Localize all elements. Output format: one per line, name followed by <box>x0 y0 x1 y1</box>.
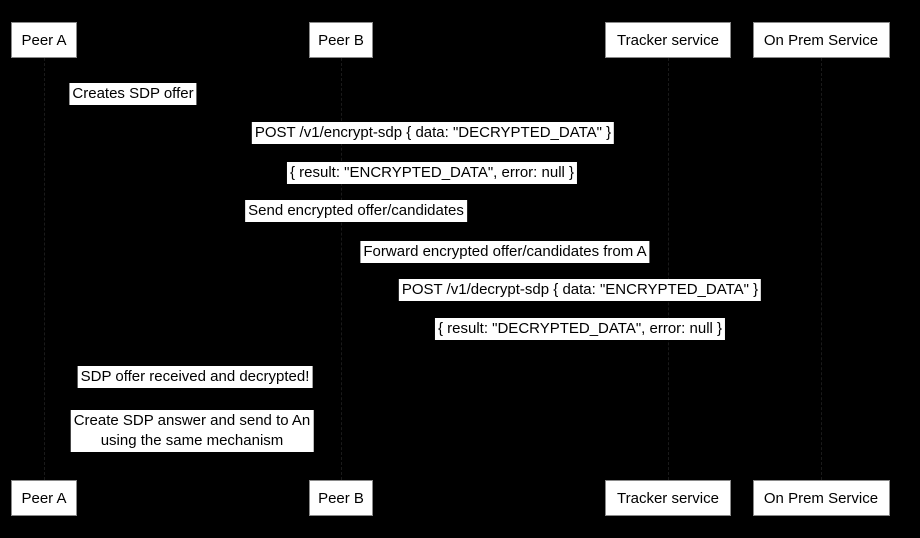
message-line: POST /v1/encrypt-sdp { data: "DECRYPTED_… <box>254 124 612 141</box>
participant-on-prem-service-bottom: On Prem Service <box>752 480 890 516</box>
participant-label: On Prem Service <box>763 31 879 49</box>
message-line: Forward encrypted offer/candidates from … <box>363 243 647 260</box>
participant-label: Peer B <box>318 31 364 49</box>
participant-peer-b-bottom: Peer B <box>309 480 373 516</box>
lifeline-peer-b <box>341 58 342 480</box>
message-line: Send encrypted offer/candidates <box>248 202 464 219</box>
participant-label: Peer B <box>318 489 364 507</box>
participant-label: Tracker service <box>617 489 719 507</box>
participant-label: Peer A <box>21 489 67 507</box>
participant-on-prem-service-top: On Prem Service <box>752 22 890 58</box>
message-line: { result: "DECRYPTED_DATA", error: null … <box>437 320 723 337</box>
message-label: Creates SDP offer <box>69 83 197 105</box>
lifeline-peer-a <box>44 58 45 480</box>
lifeline-tracker-service <box>668 58 669 480</box>
message-label: { result: "DECRYPTED_DATA", error: null … <box>434 318 726 340</box>
message-label: Create SDP answer and send to An using th… <box>70 410 314 452</box>
lifeline-on-prem-service <box>821 58 822 480</box>
message-line: POST /v1/decrypt-sdp { data: "ENCRYPTED_… <box>401 281 759 298</box>
message-line: { result: "ENCRYPTED_DATA", error: null … <box>289 164 575 181</box>
participant-peer-b-top: Peer B <box>309 22 373 58</box>
message-label: SDP offer received and decrypted! <box>77 366 313 388</box>
participant-peer-a-top: Peer A <box>11 22 77 58</box>
message-label: POST /v1/decrypt-sdp { data: "ENCRYPTED_… <box>398 279 762 301</box>
message-line: Creates SDP offer <box>72 85 194 102</box>
message-label: Send encrypted offer/candidates <box>245 200 467 222</box>
participant-tracker-service-bottom: Tracker service <box>605 480 731 516</box>
message-label: POST /v1/encrypt-sdp { data: "DECRYPTED_… <box>251 122 615 144</box>
participant-peer-a-bottom: Peer A <box>11 480 77 516</box>
participant-label: Peer A <box>21 31 67 49</box>
message-label: { result: "ENCRYPTED_DATA", error: null … <box>286 162 578 184</box>
participant-tracker-service-top: Tracker service <box>605 22 731 58</box>
message-line: using the same mechanism <box>100 432 284 449</box>
message-line: SDP offer received and decrypted! <box>80 368 310 385</box>
message-label: Forward encrypted offer/candidates from … <box>360 241 650 263</box>
message-line: Create SDP answer and send to An <box>73 412 311 429</box>
participant-label: Tracker service <box>617 31 719 49</box>
participant-label: On Prem Service <box>763 489 879 507</box>
